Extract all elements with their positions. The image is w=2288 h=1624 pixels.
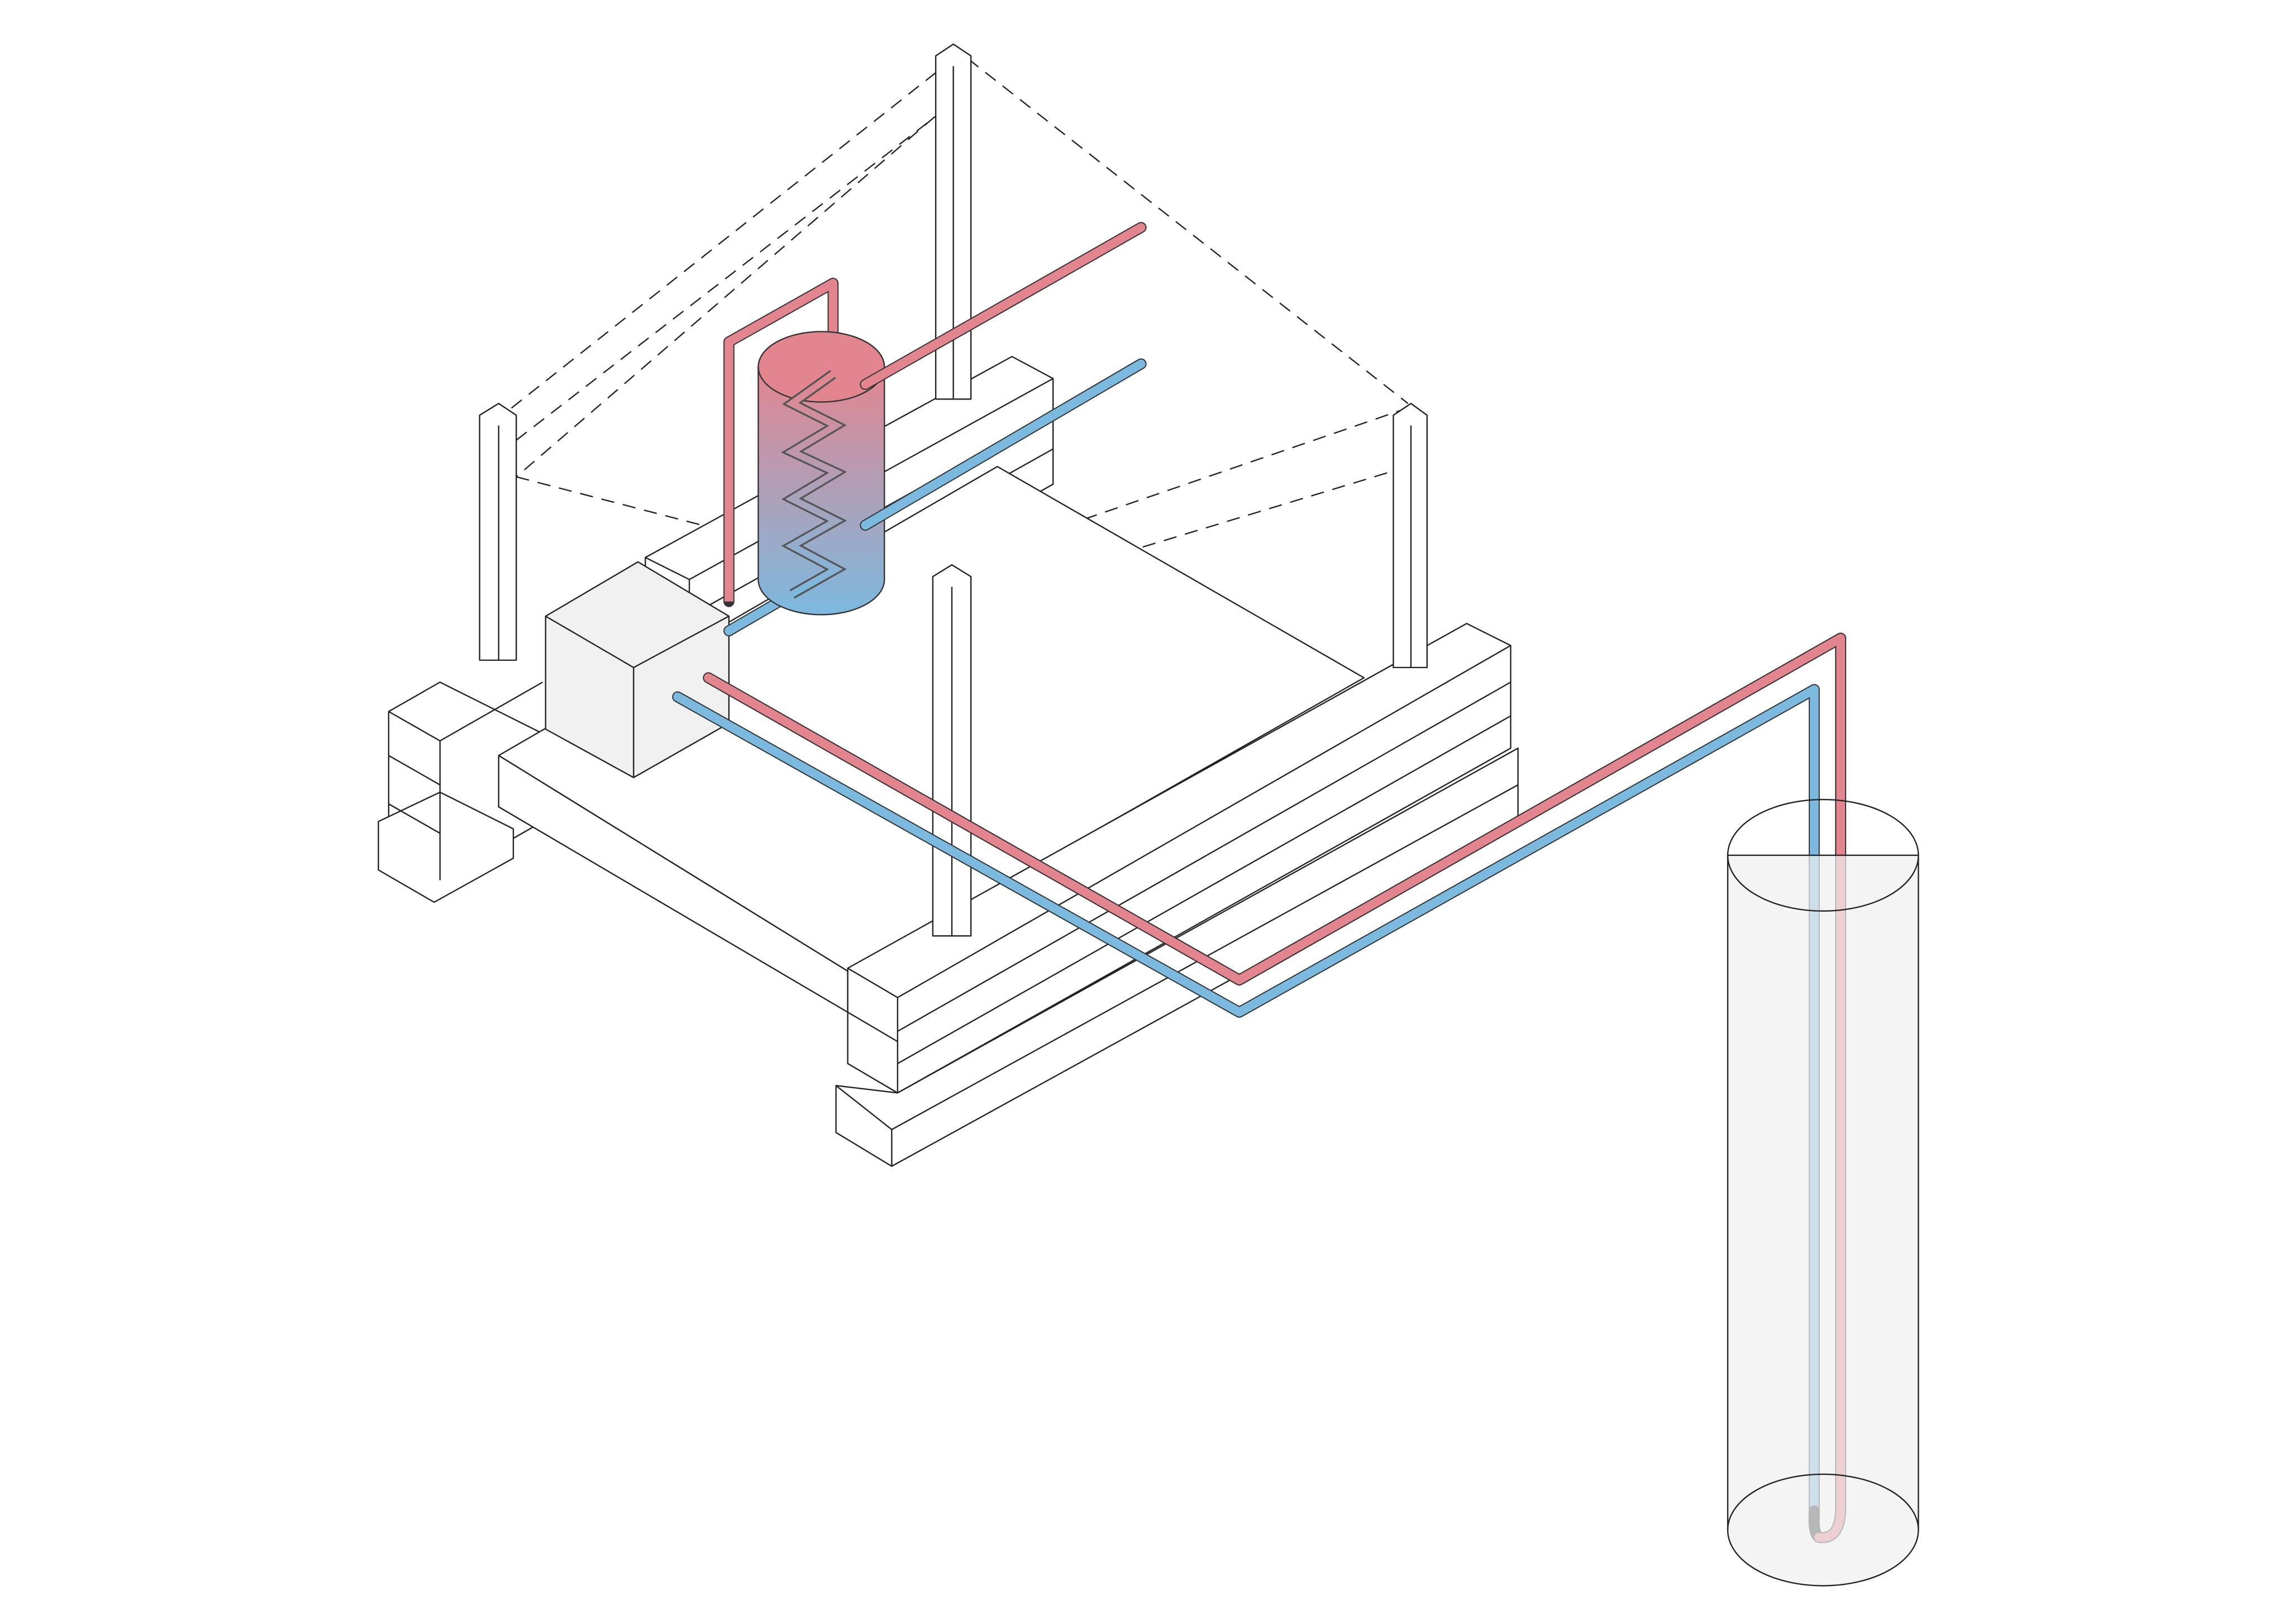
post-left — [479, 403, 517, 661]
distribution-pipes — [860, 222, 1147, 531]
borehole-well — [1727, 799, 1919, 1587]
water-storage-tank — [757, 331, 885, 616]
post-right — [1393, 403, 1428, 669]
cold-outlet-pipe — [861, 359, 1146, 530]
hot-supply-loop — [724, 279, 838, 602]
hot-outlet-pipe — [861, 223, 1146, 389]
posts — [479, 43, 1428, 937]
